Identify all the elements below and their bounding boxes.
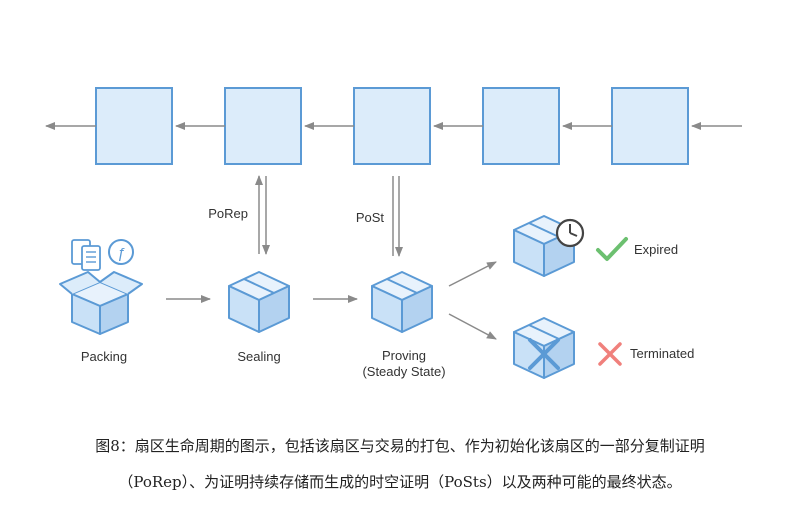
post-arrows xyxy=(392,176,403,257)
block-4 xyxy=(482,87,560,165)
caption-line-1: 图8：扇区生命周期的图示，包括该扇区与交易的打包、作为初始化该扇区的一部分复制证… xyxy=(95,437,705,455)
sealing-label: Sealing xyxy=(237,349,280,364)
block-3 xyxy=(353,87,431,165)
cross-icon xyxy=(598,342,622,366)
svg-text:ƒ: ƒ xyxy=(117,245,125,262)
caption-line-2: （PoRep）、为证明持续存储而生成的时空证明（PoSts）以及两种可能的最终状… xyxy=(118,473,682,491)
packing-label: Packing xyxy=(81,349,127,364)
filecoin-icon: ƒ xyxy=(108,239,134,265)
proving-sublabel: (Steady State) xyxy=(362,364,445,379)
block-2 xyxy=(224,87,302,165)
figure-caption: 图8：扇区生命周期的图示，包括该扇区与交易的打包、作为初始化该扇区的一部分复制证… xyxy=(0,428,800,500)
porep-label: PoRep xyxy=(208,206,248,221)
sealing-cube xyxy=(228,271,290,333)
terminated-cube xyxy=(513,317,575,379)
post-label: PoSt xyxy=(356,210,385,225)
documents-icon xyxy=(71,239,101,271)
proving-cube xyxy=(371,271,433,333)
clock-icon xyxy=(555,218,585,248)
terminated-x-mark xyxy=(528,338,560,370)
packing-box xyxy=(59,271,143,335)
expired-label: Expired xyxy=(634,242,678,257)
to-terminated-arrow xyxy=(448,313,497,340)
to-expired-arrow xyxy=(448,261,497,287)
block-5 xyxy=(611,87,689,165)
proving-label: Proving xyxy=(382,348,426,363)
check-icon xyxy=(596,237,628,261)
terminated-label: Terminated xyxy=(630,346,694,361)
block-1 xyxy=(95,87,173,165)
porep-arrows xyxy=(255,175,270,255)
block-chain xyxy=(45,87,742,165)
